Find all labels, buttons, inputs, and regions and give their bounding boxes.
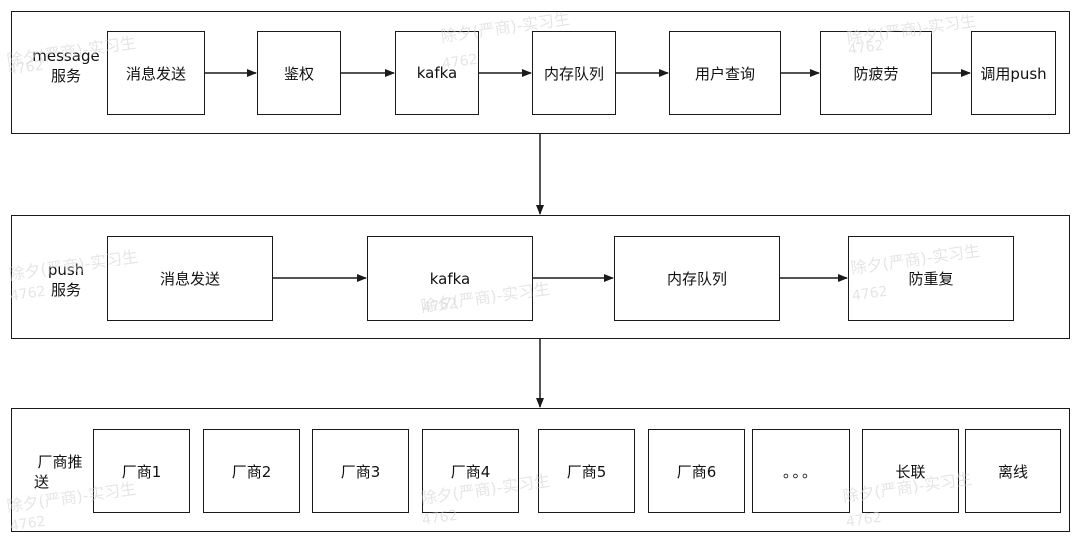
push-node-send: 消息发送 (107, 236, 273, 321)
push-service-label: push 服务 (28, 260, 104, 300)
message-node-user-query: 用户查询 (669, 31, 781, 115)
push-service-label-line1: push (47, 261, 85, 279)
vendor-node-2: 厂商2 (203, 429, 300, 513)
message-service-label-line1: message (32, 47, 100, 65)
vendor-push-label-line1: 厂商推 (37, 453, 83, 471)
vendor-node-offline: 离线 (965, 429, 1061, 513)
vendor-node-5: 厂商5 (538, 429, 635, 513)
message-node-kafka: kafka (395, 31, 479, 115)
message-node-auth: 鉴权 (257, 31, 341, 115)
message-node-anti-fatigue: 防疲劳 (820, 31, 932, 115)
vendor-node-1: 厂商1 (93, 429, 190, 513)
vendor-node-4: 厂商4 (422, 429, 519, 513)
vendor-node-3: 厂商3 (312, 429, 409, 513)
vendor-push-label: 厂商推 送 (30, 452, 90, 492)
push-node-memory-queue: 内存队列 (614, 236, 780, 321)
message-service-label: message 服务 (28, 46, 104, 86)
push-service-label-line2: 服务 (50, 281, 81, 299)
vendor-push-label-line2: 送 (34, 473, 50, 491)
vendor-node-6: 厂商6 (648, 429, 745, 513)
message-node-send: 消息发送 (107, 31, 205, 115)
vendor-node-ellipsis: 。。。 (752, 429, 850, 513)
message-node-memory-queue: 内存队列 (532, 31, 616, 115)
vendor-node-long-connection: 长联 (862, 429, 959, 513)
push-node-dedup: 防重复 (848, 236, 1014, 321)
message-node-call-push: 调用push (971, 31, 1056, 115)
message-service-label-line2: 服务 (50, 67, 81, 85)
push-node-kafka: kafka (367, 236, 533, 321)
